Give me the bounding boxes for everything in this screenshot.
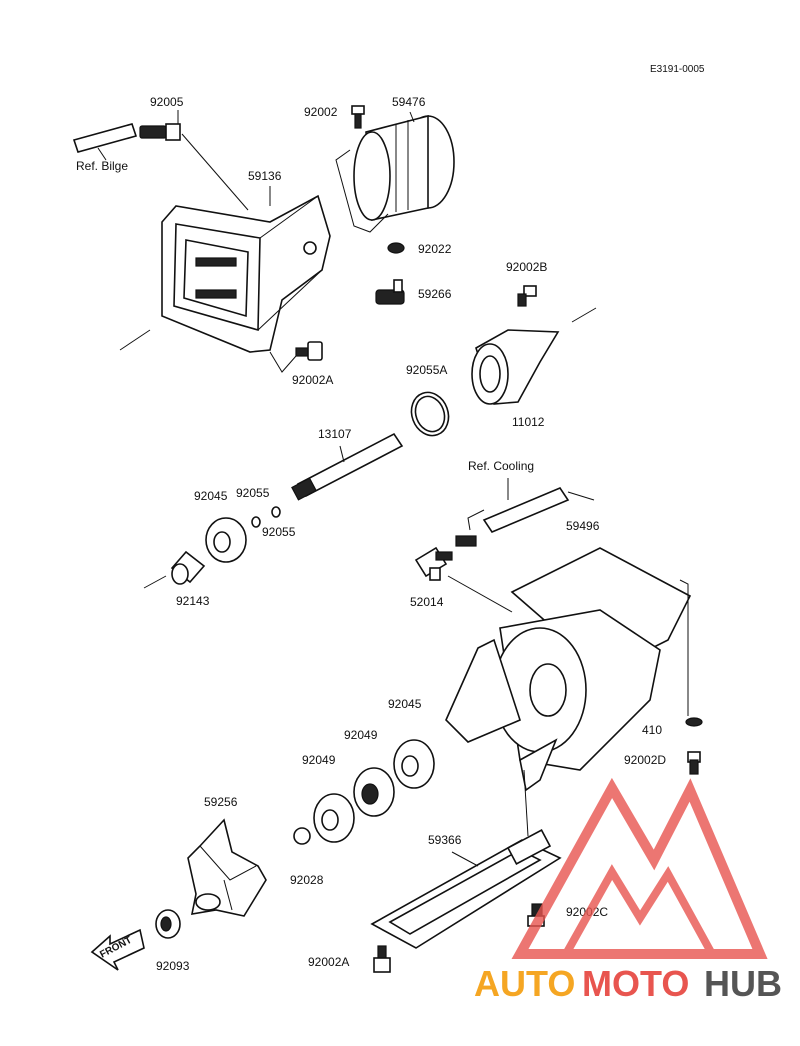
watermark-moto: MOTO: [582, 963, 689, 1004]
bearing-92049-a: [353, 767, 395, 817]
label-92055-b: 92055: [262, 525, 296, 539]
spacer-92143: [143, 550, 206, 589]
label-59366: 59366: [428, 833, 462, 847]
label-410: 410: [642, 723, 662, 737]
drive-shaft-13107: [291, 432, 404, 501]
pump-body-59496: [445, 547, 692, 837]
label-92045-right: 92045: [388, 697, 422, 711]
label-92093: 92093: [156, 959, 190, 973]
diagram-code: E3191-0005: [650, 64, 705, 75]
bearing-92045-left: [205, 517, 247, 563]
label-59136: 59136: [248, 169, 282, 183]
bilge-hose-assembly: [72, 110, 249, 211]
fitting-59266: [375, 279, 405, 305]
cover-plate-59366: [370, 829, 562, 949]
cooling-hose: [455, 478, 595, 547]
duct-ring-59476: [335, 111, 455, 233]
label-92022: 92022: [418, 242, 452, 256]
bolt-92002A-top: [295, 341, 323, 361]
label-11012: 11012: [512, 415, 545, 429]
washer-410: [685, 717, 703, 727]
label-92002A-bottom: 92002A: [308, 955, 349, 969]
label-92002B: 92002B: [506, 260, 547, 274]
screw-92002: [351, 105, 365, 129]
label-92005: 92005: [150, 95, 184, 109]
label-92028: 92028: [290, 873, 324, 887]
label-ref-bilge: Ref. Bilge: [76, 159, 128, 173]
label-92049-a: 92049: [344, 728, 378, 742]
label-92002A-top: 92002A: [292, 373, 333, 387]
label-59266: 59266: [418, 287, 452, 301]
collar-92028: [293, 827, 311, 845]
watermark-hub: HUB: [704, 963, 782, 1004]
label-92055A: 92055A: [406, 363, 447, 377]
label-59496: 59496: [566, 519, 600, 533]
front-direction-arrow: FRONT: [90, 928, 145, 971]
fitting-52014: [414, 546, 453, 581]
watermark-auto: AUTO: [474, 963, 575, 1004]
label-92045-left: 92045: [194, 489, 228, 503]
label-92049-b: 92049: [302, 753, 336, 767]
label-92143: 92143: [176, 594, 210, 608]
label-52014: 52014: [410, 595, 444, 609]
label-59476: 59476: [392, 95, 426, 109]
bearing-92049-b: [313, 793, 355, 843]
label-ref-cooling: Ref. Cooling: [468, 459, 534, 473]
label-92002D: 92002D: [624, 753, 666, 767]
pump-housing-59136: [119, 186, 331, 373]
label-92055-a: 92055: [236, 486, 270, 500]
watermark-logo: [511, 777, 768, 959]
o-ring-92055A: [410, 391, 450, 437]
impeller-59256: [187, 818, 267, 917]
bolt-92002D: [687, 751, 701, 775]
bearing-92045-right: [393, 739, 435, 789]
bolt-92002B: [517, 285, 537, 307]
bolt-92002A-bottom: [373, 945, 391, 973]
washers-92055: [251, 506, 281, 528]
label-59256: 59256: [204, 795, 238, 809]
washer-92022: [387, 242, 405, 254]
label-13107: 13107: [318, 427, 352, 441]
bushing-92093: [155, 909, 181, 939]
label-92002: 92002: [304, 105, 338, 119]
nozzle-11012: [471, 307, 597, 405]
